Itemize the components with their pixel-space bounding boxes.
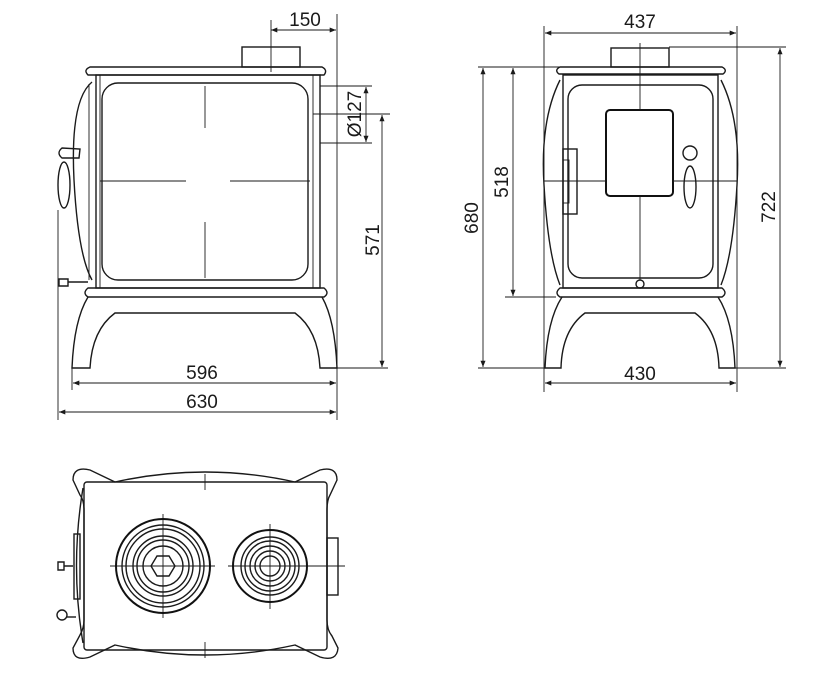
small-hotplate [232,529,308,603]
dim-flue-height: 571 [363,224,384,256]
side-air-control [58,278,88,287]
dim-front-leg-width: 430 [624,364,656,385]
dim-side-leg-width: 596 [186,363,218,384]
front-view: 437 680 518 722 430 [462,12,786,392]
side-body [95,74,321,289]
dim-height-722: 722 [759,191,780,223]
side-centerlines [100,20,310,278]
dim-top-width: 437 [624,12,656,33]
dim-flue-offset: 150 [289,10,321,31]
front-top-plate [556,66,726,75]
side-view: 150 Ø127 571 596 630 [57,10,390,420]
side-legs [71,296,338,369]
side-door-bulge [72,81,93,281]
front-legs [544,296,736,369]
side-panel [101,82,309,281]
top-hinge [73,533,81,600]
front-dimensions [478,26,786,392]
dim-overall-depth: 630 [186,392,218,413]
top-door-edge [75,487,84,644]
door-handle-icon [57,147,81,209]
dim-flue-diameter: Ø127 [345,91,366,137]
air-control-knob-icon [56,561,76,621]
door-latch [635,279,645,289]
top-view [56,468,345,660]
front-bottom-plate [556,287,726,298]
side-top-plate [85,66,327,76]
top-flue-spigot [326,537,339,596]
dim-body-height: 518 [492,166,513,198]
front-right-bulge [720,79,739,286]
dim-height-680: 680 [462,202,483,234]
door-glass [605,109,674,197]
side-dimensions [57,14,388,420]
door-handle-icon [682,145,698,209]
front-left-bulge [542,79,561,286]
door-hinge-icon [562,148,578,215]
front-body [562,74,719,289]
large-hotplate [115,518,211,614]
front-door [567,84,714,279]
side-bottom-plate [84,287,328,298]
